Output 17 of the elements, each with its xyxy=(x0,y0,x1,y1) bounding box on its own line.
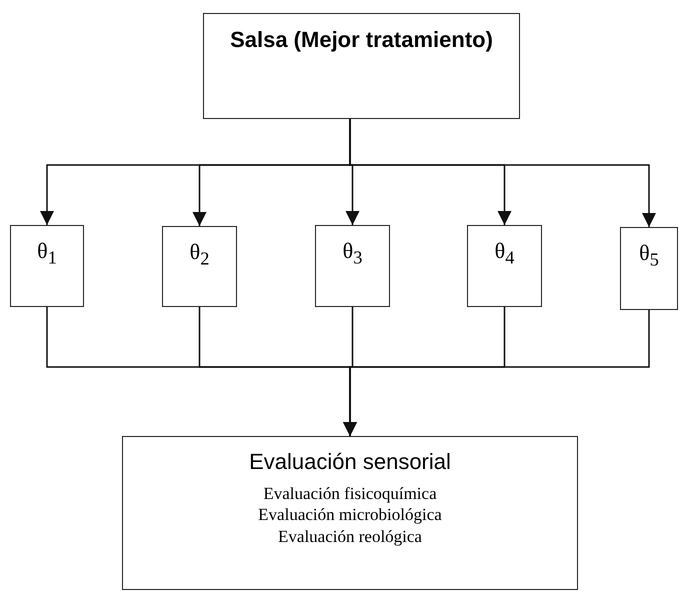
treatment-box xyxy=(315,225,390,307)
treatment-label: θ$_{4}$ xyxy=(494,238,514,268)
treatment-box xyxy=(162,226,237,307)
box-text: Evaluación fisicoquímica Evaluación microbiológica Evaluación reológica xyxy=(257,483,443,547)
box-title: Salsa (Mejor tratamiento) xyxy=(230,26,493,54)
treatment-label: θ$_{5}$ xyxy=(639,240,659,270)
box-heading: Evaluación sensorial xyxy=(249,449,451,475)
process-box xyxy=(203,13,520,119)
treatment-label: θ$_{1}$ xyxy=(37,238,57,268)
treatment-box xyxy=(620,227,678,310)
treatment-box xyxy=(10,225,84,307)
treatment-label: θ$_{2}$ xyxy=(190,239,210,270)
arrow xyxy=(349,119,656,227)
treatment-label: θ$_{3}$ xyxy=(342,238,362,268)
evaluation-box xyxy=(122,436,578,590)
treatment-box xyxy=(467,225,542,307)
arrow xyxy=(343,310,650,436)
